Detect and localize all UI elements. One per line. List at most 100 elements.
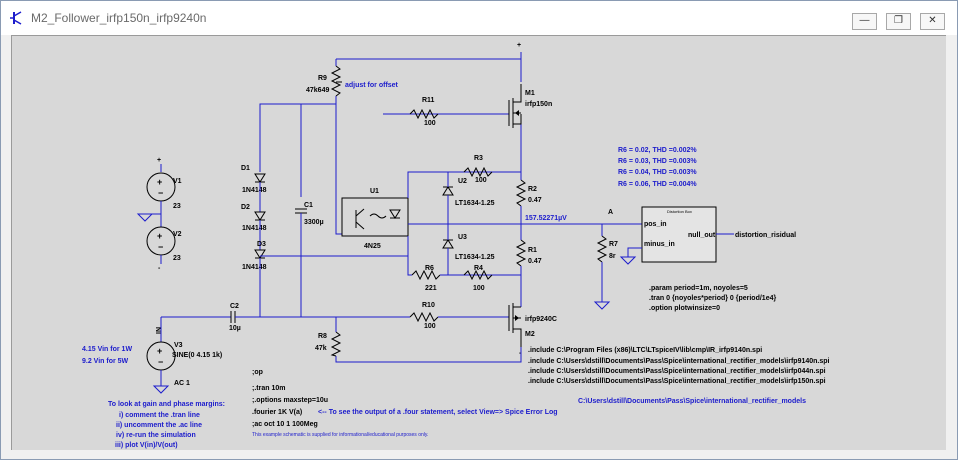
wire-u1-top bbox=[407, 171, 521, 198]
m2-value: irfp9240C bbox=[525, 316, 557, 323]
param-line-2: .option plotwinsize=0 bbox=[649, 305, 720, 312]
param-line-0: .param period=1m, noyoles=5 bbox=[649, 285, 748, 292]
r9-value: 47k649 bbox=[306, 87, 329, 94]
reference-u3[interactable] bbox=[442, 239, 454, 249]
resistor-r1[interactable] bbox=[515, 239, 527, 267]
resistor-r4[interactable] bbox=[463, 269, 493, 281]
source-v3[interactable]: + − bbox=[146, 341, 176, 371]
c2-name: C2 bbox=[230, 303, 239, 310]
c1-name: C1 bbox=[304, 202, 313, 209]
param-line-1: .tran 0 {noyoles*period} 0 {period/1e4} bbox=[649, 295, 776, 302]
restore-button[interactable]: ❐ bbox=[886, 13, 911, 30]
c2-value: 10µ bbox=[229, 325, 241, 332]
reference-u2[interactable] bbox=[442, 186, 454, 196]
svg-text:−: − bbox=[158, 188, 163, 198]
ground-symbol-v3 bbox=[152, 385, 170, 394]
wire-minus-in bbox=[627, 247, 642, 257]
gain-note-0: To look at gain and phase margins: bbox=[108, 401, 225, 408]
directive-options: ;.options maxstep=10u bbox=[252, 397, 328, 404]
out-net-label: distortion_risidual bbox=[735, 232, 796, 239]
r4-value: 100 bbox=[473, 285, 485, 292]
transistor-icon bbox=[10, 11, 22, 25]
source-v2[interactable]: + − bbox=[146, 226, 176, 256]
gain-note-1: i) comment the .tran line bbox=[119, 412, 200, 419]
d2-value: 1N4148 bbox=[242, 225, 267, 232]
d3-name: D3 bbox=[257, 241, 266, 248]
result-line-2: R6 = 0.04, THD =0.003% bbox=[618, 169, 697, 176]
v2-value: 23 bbox=[173, 255, 181, 262]
minimize-button[interactable]: — bbox=[852, 13, 877, 30]
u3-name: U3 bbox=[458, 234, 467, 241]
r3-value: 100 bbox=[475, 177, 487, 184]
resistor-r11[interactable] bbox=[409, 108, 439, 120]
u1-name: U1 bbox=[370, 188, 379, 195]
r6-name: R6 bbox=[425, 265, 434, 272]
wire-d3-r6 bbox=[260, 255, 412, 276]
v3-value: SINE(0 4.15 1k) bbox=[172, 352, 222, 359]
optocoupler-u1[interactable] bbox=[341, 197, 409, 237]
mosfet-m2[interactable] bbox=[508, 303, 522, 347]
minus-in-label: minus_in bbox=[644, 241, 675, 248]
net-in-label: IN bbox=[156, 327, 163, 334]
diode-d3[interactable] bbox=[254, 249, 266, 259]
v2-minus-label: - bbox=[158, 265, 161, 272]
capacitor-c2[interactable] bbox=[230, 311, 236, 323]
r3-name: R3 bbox=[474, 155, 483, 162]
r9-note: adjust for offset bbox=[345, 82, 399, 89]
c1-value: 3300µ bbox=[304, 219, 324, 226]
path-note: C:\Users\dstill\Documents\Pass\Spice\int… bbox=[578, 398, 806, 405]
result-line-3: R6 = 0.06, THD =0.004% bbox=[618, 181, 697, 188]
m1-name: M1 bbox=[525, 90, 535, 97]
r4-name: R4 bbox=[474, 265, 483, 272]
source-v1[interactable]: + − bbox=[146, 172, 176, 202]
include-line-3: .include C:\Users\dstill\Documents\Pass\… bbox=[528, 378, 826, 385]
input-note-1: 9.2 Vin for 5W bbox=[82, 358, 129, 365]
resistor-r6[interactable] bbox=[411, 269, 441, 281]
ground-symbol-v bbox=[136, 213, 154, 222]
v1-name: V1 bbox=[173, 178, 182, 185]
diode-d2[interactable] bbox=[254, 211, 266, 221]
wire-bottom-rail bbox=[335, 347, 522, 363]
resistor-r2[interactable] bbox=[515, 179, 527, 207]
gain-note-3: iv) re-run the simulation bbox=[116, 432, 196, 439]
window-title: M2_Follower_irfp150n_irfp9240n bbox=[31, 11, 207, 25]
distortion-box[interactable] bbox=[641, 206, 717, 263]
distortion-box-title: Distortion Box bbox=[667, 209, 692, 214]
resistor-r7[interactable] bbox=[596, 235, 608, 263]
v1-value: 23 bbox=[173, 203, 181, 210]
close-button[interactable]: ✕ bbox=[920, 13, 945, 30]
directive-four-note: <-- To see the output of a .four stateme… bbox=[318, 409, 558, 416]
diode-d1[interactable] bbox=[254, 173, 266, 183]
include-line-2: .include C:\Users\dstill\Documents\Pass\… bbox=[528, 368, 826, 375]
capacitor-c1[interactable] bbox=[295, 208, 307, 214]
resistor-r8[interactable] bbox=[330, 331, 342, 357]
d3-value: 1N4148 bbox=[242, 264, 267, 271]
d1-name: D1 bbox=[241, 165, 250, 172]
m1-value: irfp150n bbox=[525, 101, 552, 108]
net-a-label: A bbox=[608, 209, 613, 216]
svg-text:−: − bbox=[158, 357, 163, 367]
schematic-canvas[interactable]: + R9 47k649 adjust for offset R11 100 bbox=[11, 35, 946, 450]
probe-value: 157.52271µV bbox=[525, 215, 567, 222]
r8-value: 47k bbox=[315, 345, 327, 352]
m2-name: M2 bbox=[525, 331, 535, 338]
resistor-r3[interactable] bbox=[463, 166, 493, 178]
v2-name: V2 bbox=[173, 231, 182, 238]
input-note-0: 4.15 Vin for 1W bbox=[82, 346, 132, 353]
directive-tran: ;.tran 10m bbox=[252, 385, 285, 392]
r9-name: R9 bbox=[318, 75, 327, 82]
mosfet-m1[interactable] bbox=[508, 84, 522, 128]
resistor-r10[interactable] bbox=[409, 311, 439, 323]
svg-text:+: + bbox=[157, 177, 162, 187]
directive-op: ;op bbox=[252, 369, 263, 376]
v3-ac: AC 1 bbox=[174, 380, 190, 387]
u2-value: LT1634-1.25 bbox=[455, 200, 495, 207]
r2-value: 0.47 bbox=[528, 197, 542, 204]
resistor-r9[interactable] bbox=[330, 65, 342, 97]
gain-note-4: iii) plot V(in)/V(out) bbox=[115, 442, 178, 449]
gain-note-2: ii) uncomment the .ac line bbox=[116, 422, 202, 429]
u1-value: 4N25 bbox=[364, 243, 381, 250]
title-bar: M2_Follower_irfp150n_irfp9240n — ❐ ✕ bbox=[1, 1, 957, 35]
ground-symbol-r7 bbox=[593, 301, 611, 310]
